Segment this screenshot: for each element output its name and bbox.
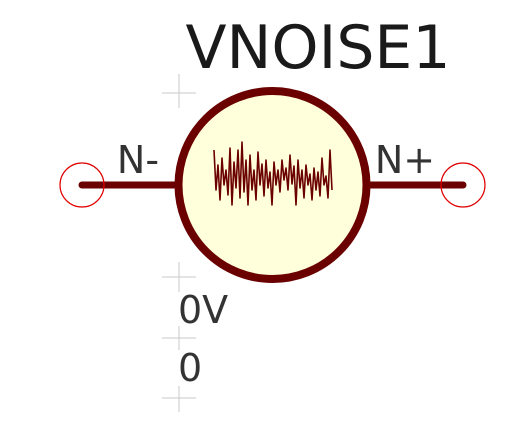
component-value: 0V <box>178 288 228 332</box>
pin-label-negative: N- <box>117 138 159 182</box>
anchor-cross-value2 <box>162 326 196 350</box>
noise-waveform-icon <box>213 141 333 206</box>
pin-label-positive: N+ <box>375 138 435 182</box>
anchor-cross-bottom <box>162 386 196 412</box>
anchor-cross-value <box>162 262 196 292</box>
anchor-cross-top <box>162 74 196 108</box>
pin-marker-positive[interactable] <box>440 162 486 208</box>
pin-marker-negative[interactable] <box>59 162 105 208</box>
field-anchor-crosses <box>162 74 196 412</box>
component-reference: VNOISE1 <box>185 13 450 83</box>
component-value-secondary: 0 <box>178 346 202 390</box>
